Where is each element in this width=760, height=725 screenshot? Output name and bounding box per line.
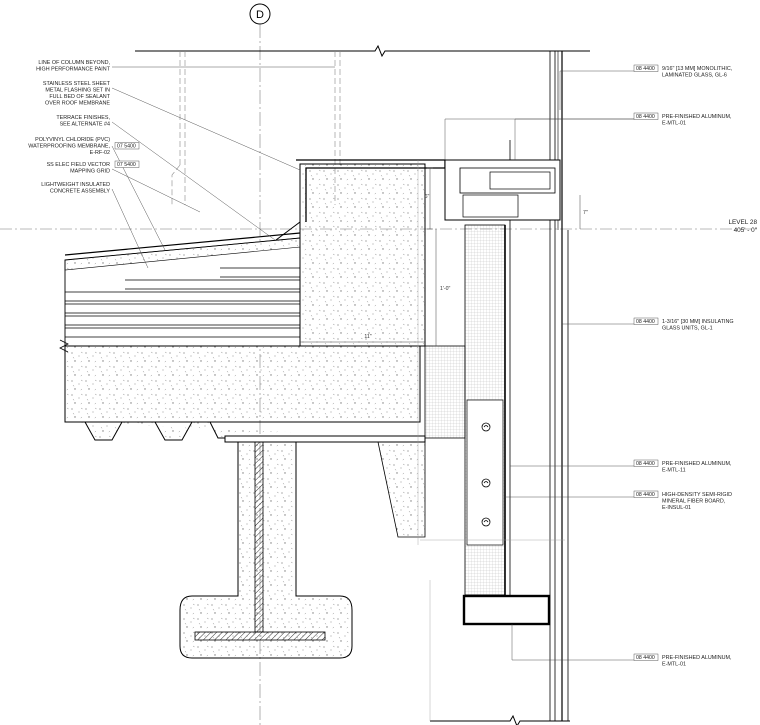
dim-mullion-offset: 7" [583,210,588,216]
terrace-assembly [64,232,301,347]
note-line: E-INSUL-01 [662,505,691,511]
spec-ref: 08 4400 [636,114,655,120]
note-line: E-MTL-11 [662,468,686,474]
right-note: 08 4400 PRE-FINISHED ALUMINUM,E-MTL-01 [633,112,732,127]
level-elevation: 405' - 0" [734,227,757,234]
dim-wall-width: 11" [364,334,371,340]
note-line: TERRACE FINISHES, [56,115,110,121]
spec-ref: 08 4400 [636,66,655,72]
dim-flash-height: 6" [425,194,430,200]
top-break-line [135,44,590,58]
spec-ref-box [633,653,659,661]
note-line: METAL FLASHING SET IN [45,88,110,94]
level-name: LEVEL 28 [728,219,757,226]
curtain-wall [424,51,569,721]
note-line: OVER ROOF MEMBRANE [45,101,110,107]
right-note: 08 4400 PRE-FINISHED ALUMINUM,E-MTL-01 [633,653,732,668]
note-line: WATERPROOFING MEMBRANE, [28,144,110,150]
spec-ref-box [633,64,659,72]
spec-ref-box [114,142,140,150]
spec-ref: 07 5400 [117,144,136,150]
note-line: LIGHTWEIGHT INSULATED [41,182,110,188]
note-line: PRE-FINISHED ALUMINUM, [662,461,732,467]
left-note: LINE OF COLUMN BEYOND,HIGH PERFORMANCE P… [36,60,111,73]
note-line: SEE ALTERNATE #4 [60,122,110,128]
right-leaders [444,70,646,661]
left-note: TERRACE FINISHES,SEE ALTERNATE #4 [56,115,110,128]
note-line: LAMINATED GLASS, GL-6 [662,73,727,79]
note-line: 9/16" [13 MM] MONOLITHIC, [662,66,733,72]
note-line: PRE-FINISHED ALUMINUM, [662,655,732,661]
spec-ref: 08 4400 [636,655,655,661]
note-line: 1-3/16" [30 MM] INSULATING [662,319,734,325]
note-line: LINE OF COLUMN BEYOND, [38,60,110,66]
note-line: MINERAL FIBER BOARD, [662,499,726,505]
steel-bracket [377,441,426,538]
note-line: E-MTL-01 [662,121,686,127]
steel-beam [179,441,353,659]
note-line: CONCRETE ASSEMBLY [50,189,111,195]
note-line: POLYVINYL CHLORIDE (PVC) [35,137,110,143]
construction-lines [417,160,565,721]
spec-ref: 08 4400 [636,461,655,467]
note-line: FULL BED OF SEALANT [49,94,110,100]
spec-ref: 08 4400 [636,492,655,498]
parapet-wall [275,159,446,347]
note-line: SS ELEC FIELD VECTOR [47,162,111,168]
left-notes: LINE OF COLUMN BEYOND,HIGH PERFORMANCE P… [28,60,140,195]
note-line: PRE-FINISHED ALUMINUM, [662,114,732,120]
right-note: 08 4400 PRE-FINISHED ALUMINUM,E-MTL-11 [633,459,732,474]
grid-bubble-label: D [256,9,264,21]
note-line: E-RF-02 [90,150,110,156]
note-line: STAINLESS STEEL SHEET [43,81,111,87]
dimensions [300,167,581,347]
spec-ref-box [114,160,140,168]
right-notes: 08 4400 9/16" [13 MM] MONOLITHIC,LAMINATE… [633,64,734,668]
spec-ref-box [633,112,659,120]
note-line: HIGH-DENSITY SEMI-RIGID [662,492,732,498]
right-note: 08 4400 9/16" [13 MM] MONOLITHIC,LAMINATE… [633,64,733,79]
spec-ref-box [633,490,659,498]
note-line: GLASS UNITS, GL-1 [662,326,713,332]
note-line: HIGH PERFORMANCE PAINT [36,67,111,73]
note-line: MAPPING GRID [70,169,110,175]
dim-wall-height: 1'-0" [440,286,450,292]
bottom-break-line [430,714,570,725]
left-note: POLYVINYL CHLORIDE (PVC)WATERPROOFING ME… [28,137,140,156]
note-line: E-MTL-01 [662,662,686,668]
spec-ref: 07 5400 [117,162,136,168]
spec-ref-box [633,317,659,325]
spec-ref-box [633,459,659,467]
floor-slab [59,339,426,443]
spec-ref: 08 4400 [636,319,655,325]
